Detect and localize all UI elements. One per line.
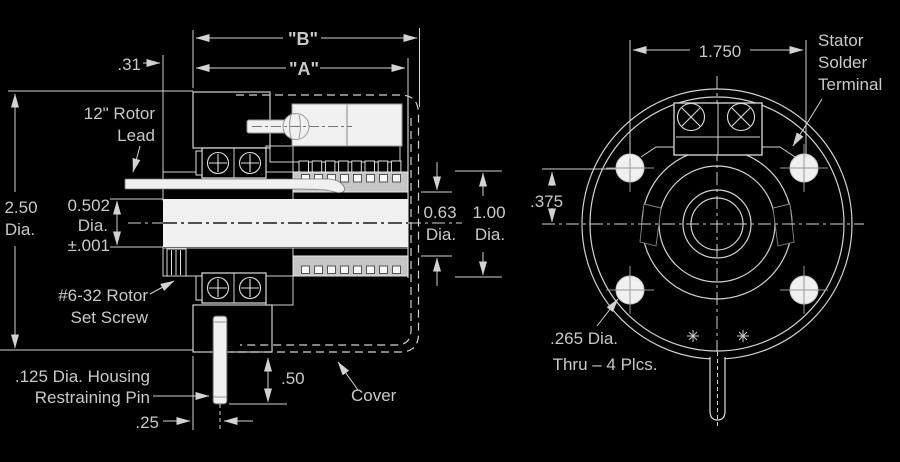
stator-terminal-block (640, 102, 796, 158)
front-view: 1.750 Stator Solder Terminal .375 .265 D… (530, 31, 882, 428)
dim-063-dia: 0.63 Dia. (421, 162, 457, 286)
label-stator-terminal: Stator Solder Terminal (792, 31, 882, 147)
stator-terminal-line2: Solder (818, 53, 867, 72)
label-cover: Cover (337, 361, 397, 405)
dim-31-text: .31 (117, 55, 141, 74)
dia-0502-line1: 0.502 (67, 196, 110, 215)
dia-100-line2: Dia. (475, 225, 505, 244)
rotor-lead-line2: Lead (117, 126, 155, 145)
holes-line2: Thru – 4 Plcs. (553, 355, 658, 374)
section-view: "B" "A" .31 2.50 Dia. 0.502 Dia. ±.001 (0, 28, 506, 432)
set-screw-line2: Set Screw (71, 308, 149, 327)
dim-1750: 1.750 (629, 40, 807, 158)
extension-lines (0, 28, 420, 430)
label-rotor-lead: 12" Rotor Lead (84, 104, 156, 173)
housing-lower-hatch (192, 304, 273, 353)
keyway-patches (639, 203, 795, 247)
stator-core-hatch (269, 145, 401, 163)
dim-50: .50 (229, 357, 305, 405)
terminal-screw-icon (206, 151, 262, 175)
stator-lead-wire-left (640, 146, 674, 158)
dim-a-text: "A" (289, 59, 319, 79)
dim-375-text: .375 (530, 192, 563, 211)
terminal-screw-icon (206, 276, 262, 300)
dim-A: "A" (195, 59, 406, 79)
housing-pin-line1: .125 Dia. Housing (15, 367, 150, 386)
rivet-icon (737, 330, 749, 342)
terminal-block-lower (195, 272, 267, 304)
restraining-pin-front (709, 352, 726, 428)
label-holes: .265 Dia. Thru – 4 Plcs. (550, 298, 658, 374)
rotor-set-screw (166, 248, 187, 277)
dia-063-line2: Dia. (426, 225, 456, 244)
dim-100-dia: 1.00 Dia. (455, 170, 506, 278)
dim-50-text: .50 (281, 369, 305, 388)
dim-31: .31 (117, 55, 161, 74)
dia-0502-line3: ±.001 (68, 236, 110, 255)
stator-bobbin (291, 103, 403, 147)
dim-375: .375 (530, 168, 616, 223)
bolt-hole (780, 266, 828, 314)
terminal-screw-icon (676, 102, 756, 132)
stator-terminal-line1: Stator (818, 31, 864, 50)
dia-063-line1: 0.63 (423, 203, 456, 222)
set-screw-line1: #6-32 Rotor (58, 286, 148, 305)
solder-terminal-screw-side (246, 113, 352, 140)
dim-25: .25 (135, 413, 253, 432)
rotor-core-upper (292, 171, 409, 193)
dia-0502-line2: Dia. (78, 216, 108, 235)
stator-winding-squares (298, 160, 402, 173)
dim-B: "B" (195, 29, 418, 49)
rotor-lead-line1: 12" Rotor (84, 104, 156, 123)
dim-25-text: .25 (135, 413, 159, 432)
holes-line1: .265 Dia. (550, 329, 618, 348)
stator-terminal-line3: Terminal (818, 75, 882, 94)
dim-1750-text: 1.750 (699, 42, 742, 61)
mounting-holes (606, 144, 828, 314)
label-set-screw: #6-32 Rotor Set Screw (58, 280, 175, 327)
rivet-marks (687, 330, 749, 342)
rotor-lead-wire (124, 178, 346, 194)
rotor-core-lower (292, 255, 409, 277)
housing-pin-line2: Restraining Pin (35, 388, 150, 407)
stator-lead-wire-right (762, 146, 796, 158)
dia-250-line1: 2.50 (4, 198, 37, 217)
label-housing-pin: .125 Dia. Housing Restraining Pin (15, 367, 210, 407)
dim-0502-dia: 0.502 Dia. ±.001 (67, 196, 163, 255)
dia-250-line2: Dia. (5, 220, 35, 239)
restraining-pin (212, 315, 228, 432)
cover-text: Cover (351, 386, 397, 405)
front-centerlines (542, 76, 864, 352)
dim-b-text: "B" (288, 29, 318, 49)
dia-100-line1: 1.00 (472, 203, 505, 222)
bolt-hole (780, 144, 828, 192)
rivet-icon (687, 330, 699, 342)
bolt-hole (606, 266, 654, 314)
terminal-block-upper (195, 147, 267, 179)
dim-250-dia: 2.50 Dia. (4, 93, 38, 349)
